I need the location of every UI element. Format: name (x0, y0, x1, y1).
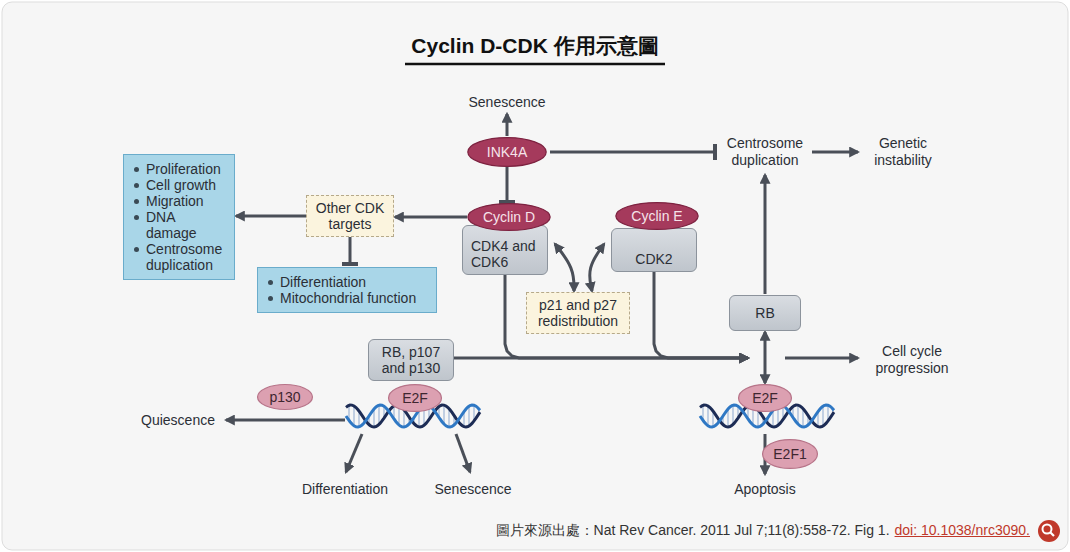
caption-row: 圖片來源出處：Nat Rev Cancer. 2011 Jul 7;11(8):… (496, 521, 1030, 539)
outcome-label: Cell cycle progression (865, 343, 959, 377)
list-item: Centrosome duplication (146, 241, 226, 273)
bullet (134, 167, 139, 172)
arrow-connector (764, 332, 767, 383)
factor-ellipse: E2F1 (762, 439, 818, 469)
inhibit-centrosome (550, 151, 715, 154)
helix-rung (707, 406, 708, 426)
outcome-label: Senescence (457, 94, 557, 111)
outcome-label: Quiescence (133, 412, 223, 429)
arrow-quiescence (226, 419, 345, 422)
list-row: DNA damage (132, 209, 226, 241)
node-text: CDK4 and CDK6 (471, 238, 539, 270)
outcome-list-box: ProliferationCell growthMigrationDNA dam… (123, 154, 235, 280)
arrow-senescence-2 (456, 434, 470, 472)
arrow-connector (505, 275, 748, 358)
list-item: Differentiation (280, 274, 366, 290)
list-item: DNA damage (146, 209, 226, 241)
node-text: p130 (269, 389, 300, 405)
protein-box: RB, p107 and p130 (368, 339, 454, 381)
helix-rung (468, 406, 469, 426)
cyclin-ellipse: Cyclin D (467, 203, 551, 231)
helix-rung (732, 405, 733, 424)
list-item: Mitochondrial function (280, 290, 416, 306)
node-text: p21 and p27 redistribution (533, 297, 623, 329)
list-row: Migration (132, 193, 226, 209)
helix-rung (378, 405, 379, 424)
outcome-label: Apoptosis (720, 481, 810, 498)
node-text: E2F1 (773, 446, 806, 462)
helix-rung (797, 405, 798, 424)
list-row: Differentiation (266, 274, 428, 290)
diagram-title: Cyclin D-CDK 作用示意圖 (0, 32, 1070, 60)
node-text: Other CDK targets (313, 200, 387, 232)
node-text: E2F (752, 390, 778, 406)
arrow-senescence (506, 114, 509, 136)
doi-link: doi: 10.1038/nrc3090. (895, 521, 1030, 539)
node-text: RB, p107 and p130 (377, 344, 445, 376)
bullet (134, 199, 139, 204)
bullet (134, 247, 139, 252)
bullet (134, 183, 139, 188)
arrow-connector (555, 244, 574, 291)
outcome-label: Centrosome duplication (717, 135, 813, 169)
arrow-instability (812, 151, 858, 154)
node-text: E2F (402, 390, 428, 406)
node-text: CDK2 (635, 251, 672, 267)
inhibition-connector (349, 237, 352, 264)
kinase-box: CDK2 (611, 228, 697, 272)
list-row: Proliferation (132, 161, 226, 177)
node-text: Cyclin D (483, 209, 535, 225)
outcome-label: Genetic instability (861, 135, 945, 169)
process-box: p21 and p27 redistribution (526, 292, 630, 334)
arrow-cell-cycle (785, 357, 858, 360)
node-text: INK4A (487, 144, 527, 160)
list-item: Proliferation (146, 161, 221, 177)
factor-ellipse: E2F (388, 384, 442, 412)
list-item: Migration (146, 193, 204, 209)
helix-rung (822, 406, 823, 426)
helix-rung (443, 405, 444, 424)
helix-rung (353, 406, 354, 426)
bullet (268, 296, 273, 301)
outcome-label: Senescence (423, 481, 523, 498)
factor-ellipse: E2F (738, 384, 792, 412)
cyclin-ellipse: Cyclin E (615, 202, 699, 230)
list-row: Cell growth (132, 177, 226, 193)
inhibitor-ellipse: INK4A (467, 137, 547, 167)
bullet (134, 215, 139, 220)
caption: 圖片來源出處：Nat Rev Cancer. 2011 Jul 7;11(8):… (496, 521, 890, 539)
title-underline (405, 63, 665, 66)
list-row: Mitochondrial function (266, 290, 428, 306)
outcome-list-box: DifferentiationMitochondrial function (257, 267, 437, 313)
target-box: Other CDK targets (306, 195, 394, 237)
arrow-connector (236, 215, 306, 218)
arrow-connector (454, 357, 748, 360)
bullet (268, 280, 273, 285)
list-row: Centrosome duplication (132, 241, 226, 273)
node-text: RB (755, 305, 774, 321)
protein-box: RB (729, 295, 801, 331)
search-icon (1038, 520, 1060, 542)
node-text: Cyclin E (631, 208, 682, 224)
arrow-connector (590, 244, 604, 291)
arrow-differentiation (346, 434, 362, 472)
list-item: Cell growth (146, 177, 216, 193)
kinase-box: CDK4 and CDK6 (462, 225, 548, 275)
inhibition-connector (506, 167, 509, 202)
outcome-label: Differentiation (290, 481, 400, 498)
arrow-connector (395, 216, 467, 219)
factor-ellipse: p130 (257, 384, 313, 410)
arrow-centrosome (764, 175, 767, 294)
